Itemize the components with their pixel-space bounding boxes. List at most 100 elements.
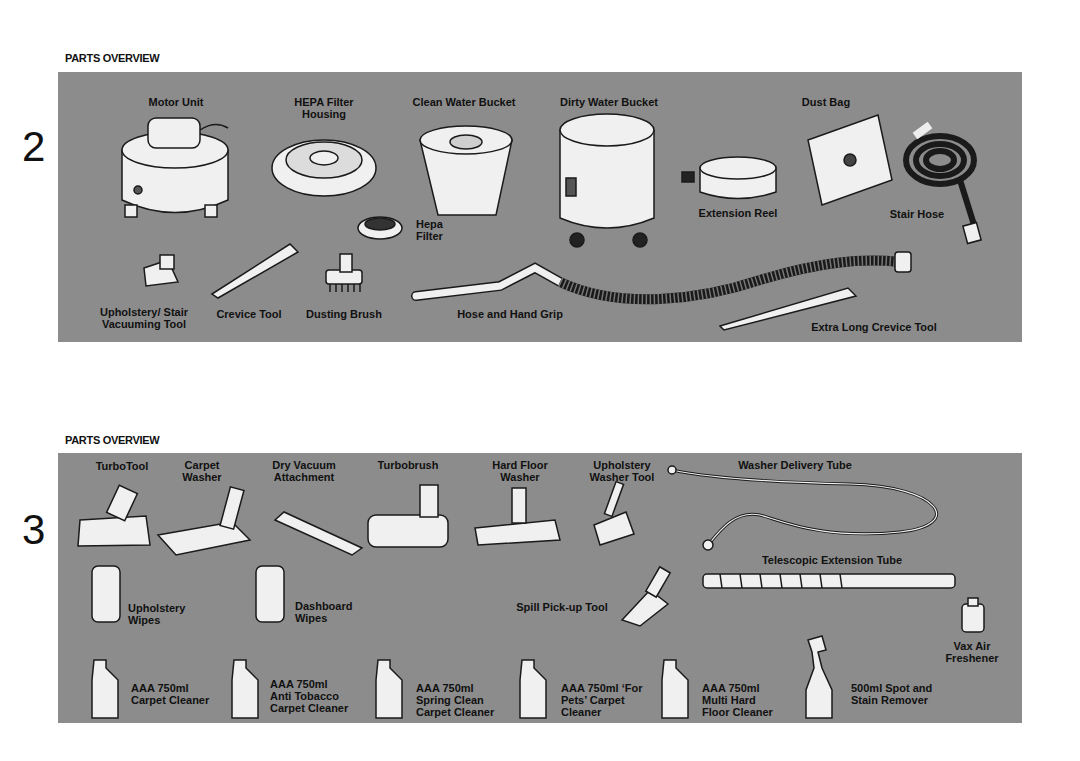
drawing-part bbox=[107, 485, 138, 521]
part-label: Extension Reel bbox=[699, 207, 778, 219]
drawing-part bbox=[376, 660, 402, 718]
part-label: Hard Floor Washer bbox=[485, 459, 555, 483]
drawing-part bbox=[78, 516, 150, 546]
drawing-part bbox=[963, 222, 981, 243]
drawing-part bbox=[420, 126, 512, 154]
drawing-part bbox=[58, 453, 1022, 723]
panel-3-parts bbox=[78, 466, 984, 718]
part-label: 500ml Spot and Stain Remover bbox=[851, 682, 941, 706]
drawing-part bbox=[895, 252, 911, 272]
drawing-part bbox=[968, 598, 978, 606]
drawing-part bbox=[960, 180, 975, 228]
drawing-part bbox=[416, 268, 560, 296]
drawing-part bbox=[368, 515, 448, 547]
drawing-part bbox=[662, 660, 688, 718]
drawing-part bbox=[512, 488, 526, 523]
drawing-part bbox=[668, 466, 676, 474]
part-label: AAA 750ml Carpet Cleaner bbox=[131, 682, 213, 706]
drawing-part bbox=[926, 151, 954, 169]
drawing-part bbox=[916, 144, 964, 176]
drawing-part bbox=[92, 566, 120, 622]
drawing-part bbox=[672, 470, 936, 545]
drawing-part bbox=[703, 574, 955, 588]
part-label: HEPA Filter Housing bbox=[284, 96, 364, 120]
panel-2-parts bbox=[122, 114, 981, 330]
drawing-part bbox=[806, 636, 832, 718]
drawing-part bbox=[604, 482, 623, 517]
part-label: Upholstery/ Stair Vacuuming Tool bbox=[88, 306, 200, 330]
drawing-part bbox=[330, 284, 360, 292]
drawing-part bbox=[594, 512, 634, 545]
part-label: Dry Vacuum Attachment bbox=[258, 459, 350, 483]
part-label: Motor Unit bbox=[149, 96, 204, 108]
part-label: Hepa Filter bbox=[416, 218, 460, 242]
drawing-part bbox=[915, 125, 930, 136]
drawing-part bbox=[286, 142, 362, 178]
drawing-part bbox=[570, 233, 584, 247]
drawing-part bbox=[340, 254, 352, 272]
drawing-part bbox=[148, 118, 200, 148]
part-label: AAA 750ml Multi Hard Floor Cleaner bbox=[702, 682, 784, 718]
drawing-part bbox=[682, 172, 694, 182]
drawing-part bbox=[672, 470, 936, 545]
panel-grounds bbox=[58, 72, 1022, 723]
drawing-part bbox=[58, 72, 1022, 342]
drawing-part bbox=[700, 157, 776, 179]
drawing-part bbox=[962, 604, 984, 632]
part-label: TurboTool bbox=[96, 460, 149, 472]
part-label: Carpet Washer bbox=[176, 459, 228, 483]
drawing-part bbox=[646, 567, 670, 597]
drawing-part bbox=[720, 574, 842, 588]
drawing-part bbox=[416, 268, 560, 296]
part-label: Spill Pick-up Tool bbox=[516, 601, 607, 613]
drawing-part bbox=[310, 151, 338, 165]
callout-number: 2 bbox=[22, 125, 45, 169]
part-label: Upholstery Wipes bbox=[128, 602, 208, 626]
drawing-part bbox=[420, 485, 438, 517]
part-label: Dust Bag bbox=[802, 96, 850, 108]
drawing-part bbox=[160, 255, 174, 269]
drawing-part bbox=[622, 590, 668, 626]
part-label: Dirty Water Bucket bbox=[560, 96, 658, 108]
part-label: Telescopic Extension Tube bbox=[762, 554, 902, 566]
part-label: Dashboard Wipes bbox=[295, 600, 375, 624]
part-label: Crevice Tool bbox=[216, 308, 281, 320]
drawing-part bbox=[220, 487, 244, 529]
drawing-part bbox=[212, 244, 298, 298]
part-label: AAA 750ml Anti Tobacco Carpet Cleaner bbox=[270, 678, 350, 714]
drawing-part bbox=[633, 233, 647, 247]
drawing-part bbox=[358, 217, 402, 239]
parts-panel: PARTS OVERVIEW bbox=[58, 52, 1022, 342]
drawing-part bbox=[808, 115, 892, 205]
part-label: Washer Delivery Tube bbox=[738, 459, 852, 471]
drawing-part bbox=[560, 114, 654, 146]
drawing-part bbox=[158, 522, 250, 555]
part-label: Hose and Hand Grip bbox=[457, 308, 563, 320]
drawing-part bbox=[450, 135, 482, 149]
drawing-part bbox=[566, 178, 576, 196]
drawing-part bbox=[134, 186, 142, 194]
panel-heading: PARTS OVERVIEW bbox=[65, 52, 159, 64]
part-label: Vax Air Freshener bbox=[927, 640, 1017, 664]
drawing-part bbox=[205, 205, 217, 217]
drawing-part bbox=[256, 566, 284, 622]
drawing-part bbox=[365, 218, 395, 230]
drawing-part bbox=[232, 660, 258, 718]
part-label: AAA 750ml ‘For Pets’ Carpet Cleaner bbox=[561, 682, 643, 718]
part-label: AAA 750ml Spring Clean Carpet Cleaner bbox=[416, 682, 498, 718]
drawing-part bbox=[92, 660, 118, 718]
part-label: Upholstery Washer Tool bbox=[576, 459, 668, 483]
panel-heading: PARTS OVERVIEW bbox=[65, 434, 159, 446]
part-label: Extra Long Crevice Tool bbox=[811, 321, 937, 333]
drawing-part bbox=[520, 660, 546, 718]
drawing-part bbox=[844, 154, 856, 166]
part-label: Clean Water Bucket bbox=[413, 96, 516, 108]
drawing-part bbox=[92, 636, 832, 718]
part-label: Dusting Brush bbox=[306, 308, 382, 320]
drawing-part bbox=[125, 205, 137, 217]
part-label: Turbobrush bbox=[378, 459, 439, 471]
drawing-part bbox=[275, 512, 362, 555]
drawing-part bbox=[272, 140, 376, 196]
drawing-part bbox=[906, 136, 974, 184]
